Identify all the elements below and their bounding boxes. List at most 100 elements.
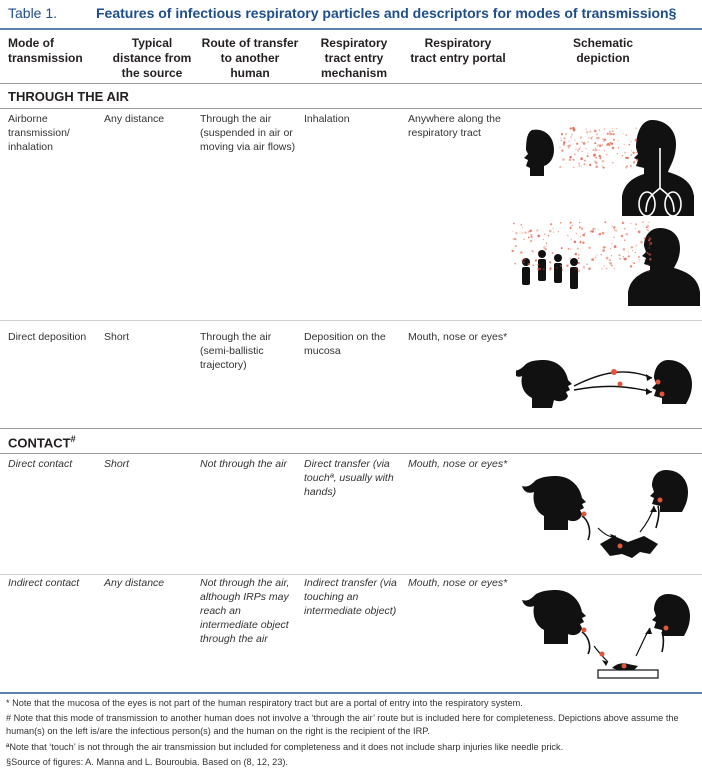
aerosol-particle	[648, 270, 650, 272]
aerosol-particle	[614, 268, 616, 270]
aerosol-particle	[573, 153, 576, 156]
aerosol-particle	[523, 257, 526, 261]
aerosol-particle	[620, 234, 624, 238]
aerosol-particle	[648, 237, 652, 240]
aerosol-particle	[597, 144, 599, 146]
aerosol-particle	[563, 137, 566, 140]
aerosol-particle	[561, 149, 564, 152]
aerosol-particle	[586, 131, 589, 134]
crowd-silhouettes	[522, 228, 700, 306]
aerosol-particle	[520, 251, 523, 254]
aerosol-particle	[608, 144, 611, 147]
aerosol-particle	[630, 141, 632, 143]
airborne-inhalation-illustration	[511, 120, 700, 306]
aerosol-particle	[594, 160, 597, 163]
aerosol-particle	[567, 147, 570, 149]
aerosol-particle	[575, 232, 577, 235]
aerosol-particle	[600, 254, 602, 256]
aerosol-particle	[584, 232, 586, 234]
aerosol-particle	[640, 240, 643, 244]
droplets	[611, 369, 665, 397]
aerosol-particle	[575, 267, 578, 270]
aerosol-particle	[593, 154, 596, 158]
aerosol-particle	[636, 162, 639, 165]
aerosol-particle	[608, 259, 611, 262]
aerosol-particle	[612, 138, 616, 142]
aerosol-particle	[593, 153, 596, 157]
row-deposition-mechanism: Deposition on the mucosa	[304, 331, 386, 357]
aerosol-particle	[579, 136, 583, 139]
aerosol-particle	[602, 246, 606, 249]
aerosol-particle	[559, 146, 561, 149]
recipient-hand-gesture	[661, 631, 665, 653]
aerosol-particle	[522, 226, 524, 229]
particles	[581, 497, 663, 549]
aerosol-particle	[615, 229, 618, 232]
aerosol-particle	[569, 136, 572, 138]
aerosol-particle	[574, 252, 577, 256]
aerosol-particle	[615, 127, 618, 130]
aerosol-particle	[611, 225, 613, 227]
aerosol-particle	[536, 229, 539, 232]
aerosol-particle	[568, 144, 572, 148]
table-title: Features of infectious respiratory parti…	[96, 5, 677, 21]
aerosol-particle	[613, 236, 615, 239]
aerosol-particle	[537, 234, 541, 238]
aerosol-particle	[546, 259, 548, 261]
aerosol-particle	[593, 129, 597, 133]
row-indirect-contact-route: Not through the air, although IRPs may r…	[200, 577, 290, 645]
aerosol-particle	[575, 148, 577, 150]
aerosol-particle	[617, 140, 619, 142]
aerosol-particle	[577, 149, 580, 152]
aerosol-particle	[543, 233, 546, 236]
header-mechanism: Respiratory tract entry mechanism	[320, 36, 388, 80]
aerosol-particle	[601, 144, 603, 146]
aerosol-particle	[521, 232, 523, 234]
aerosol-particle	[609, 262, 611, 264]
aerosol-particle	[568, 140, 570, 142]
direct-contact-illustration	[522, 470, 688, 558]
aerosol-particle	[567, 144, 570, 148]
aerosol-particle	[557, 231, 560, 233]
aerosol-particle	[537, 263, 540, 266]
aerosol-particle	[625, 232, 629, 236]
aerosol-particle	[594, 256, 597, 259]
row-indirect-contact-mechanism: Indirect transfer (via touching an inter…	[304, 577, 397, 617]
aerosol-particle	[599, 157, 602, 160]
aerosol-particle	[565, 162, 567, 164]
section-contact: CONTACT#	[8, 434, 76, 450]
row-indirect-contact-distance: Any distance	[104, 577, 165, 589]
aerosol-particle	[610, 255, 613, 257]
aerosol-particle	[589, 130, 592, 133]
aerosol-particle	[649, 242, 653, 245]
aerosol-particle	[578, 221, 581, 224]
aerosol-particle	[621, 155, 624, 157]
aerosol-particle	[596, 144, 599, 147]
aerosol-particle	[632, 161, 636, 164]
aerosol-particle	[572, 126, 575, 130]
row-deposition-portal: Mouth, nose or eyes*	[408, 331, 508, 343]
recipient-hand-gesture	[655, 505, 660, 529]
aerosol-particle	[596, 133, 598, 136]
aerosol-particle	[595, 156, 597, 159]
aerosol-particle	[545, 242, 548, 244]
header-schematic: Schematic depiction	[572, 36, 634, 65]
aerosol-particle	[611, 127, 613, 129]
aerosol-particle	[530, 229, 533, 231]
aerosol-particle	[601, 159, 605, 163]
aerosol-particle	[585, 147, 587, 149]
aerosol-particle	[626, 165, 629, 168]
aerosol-particle	[565, 133, 567, 136]
table-label: Table 1.	[8, 5, 58, 21]
aerosol-particle	[549, 267, 552, 270]
row-indirect-contact-portal: Mouth, nose or eyes*	[408, 577, 508, 589]
aerosol-particle	[569, 227, 572, 229]
aerosol-particle	[582, 241, 585, 244]
aerosol-particle	[646, 251, 649, 254]
aerosol-particle	[630, 150, 633, 152]
aerosol-particle	[648, 221, 650, 223]
direct-deposition-illustration	[516, 360, 692, 408]
aerosol-particle	[648, 244, 650, 246]
aerosol-particle	[634, 251, 636, 254]
aerosol-particle	[561, 269, 564, 271]
